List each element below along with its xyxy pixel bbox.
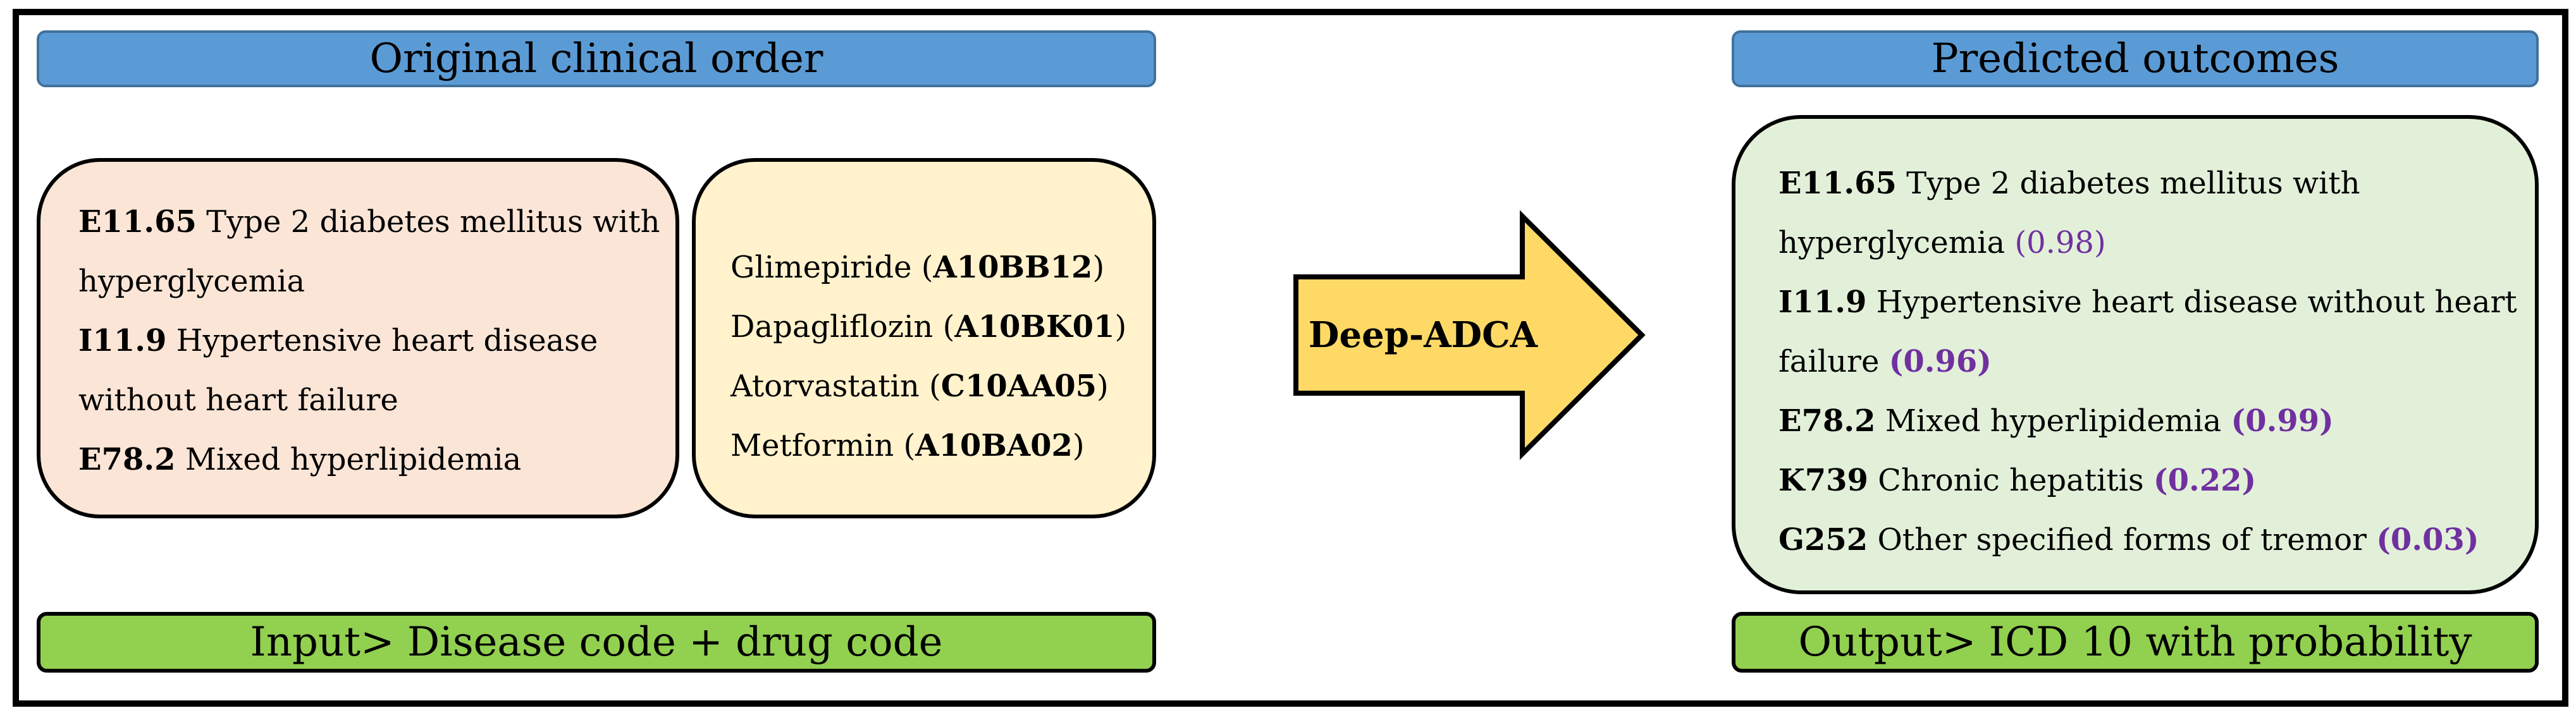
drug-metformin: Metformin (A10BA02)	[730, 428, 1085, 463]
prediction-g252: G252 Other specified forms of tremor (0.…	[1778, 522, 2479, 558]
deep-adca-label: Deep-ADCA	[1308, 314, 1538, 356]
disease-i119-line1: I11.9 Hypertensive heart disease	[78, 323, 598, 358]
drug-atorvastatin: Atorvastatin (C10AA05)	[730, 369, 1109, 404]
probability-e1165: (0.98)	[2014, 225, 2106, 260]
probability-e782: (0.99)	[2231, 403, 2334, 439]
drug-codes-box: Glimepiride (A10BB12) Dapagliflozin (A10…	[692, 158, 1156, 518]
predicted-outcomes-header: Predicted outcomes	[1732, 30, 2539, 87]
prediction-k739: K739 Chronic hepatitis (0.22)	[1778, 463, 2257, 498]
output-label-bar: Output> ICD 10 with probability	[1732, 612, 2539, 673]
input-label-bar: Input> Disease code + drug code	[37, 612, 1156, 673]
predictions-box: E11.65 Type 2 diabetes mellitus with hyp…	[1732, 115, 2539, 594]
disease-codes-box: E11.65 Type 2 diabetes mellitus with hyp…	[37, 158, 679, 518]
drug-glimepiride: Glimepiride (A10BB12)	[730, 250, 1105, 285]
prediction-e1165-line2: hyperglycemia (0.98)	[1778, 225, 2106, 260]
deep-adca-arrow	[1293, 210, 1646, 460]
arrow-shape	[1293, 210, 1646, 460]
probability-g252: (0.03)	[2376, 522, 2479, 558]
disease-e1165-line2: hyperglycemia	[78, 264, 305, 299]
probability-k739: (0.22)	[2153, 463, 2257, 498]
drug-dapagliflozin: Dapagliflozin (A10BK01)	[730, 309, 1127, 345]
disease-i119-line2: without heart failure	[78, 382, 398, 418]
probability-i119: (0.96)	[1889, 344, 1992, 379]
disease-e782-line: E78.2 Mixed hyperlipidemia	[78, 442, 522, 477]
prediction-e1165-line1: E11.65 Type 2 diabetes mellitus with	[1778, 166, 2360, 201]
original-order-header: Original clinical order	[37, 30, 1156, 87]
prediction-i119-line1: I11.9 Hypertensive heart disease without…	[1778, 284, 2517, 320]
prediction-i119-line2: failure (0.96)	[1778, 344, 1992, 379]
prediction-e782: E78.2 Mixed hyperlipidemia (0.99)	[1778, 403, 2334, 439]
disease-e1165-line1: E11.65 Type 2 diabetes mellitus with	[78, 204, 660, 240]
